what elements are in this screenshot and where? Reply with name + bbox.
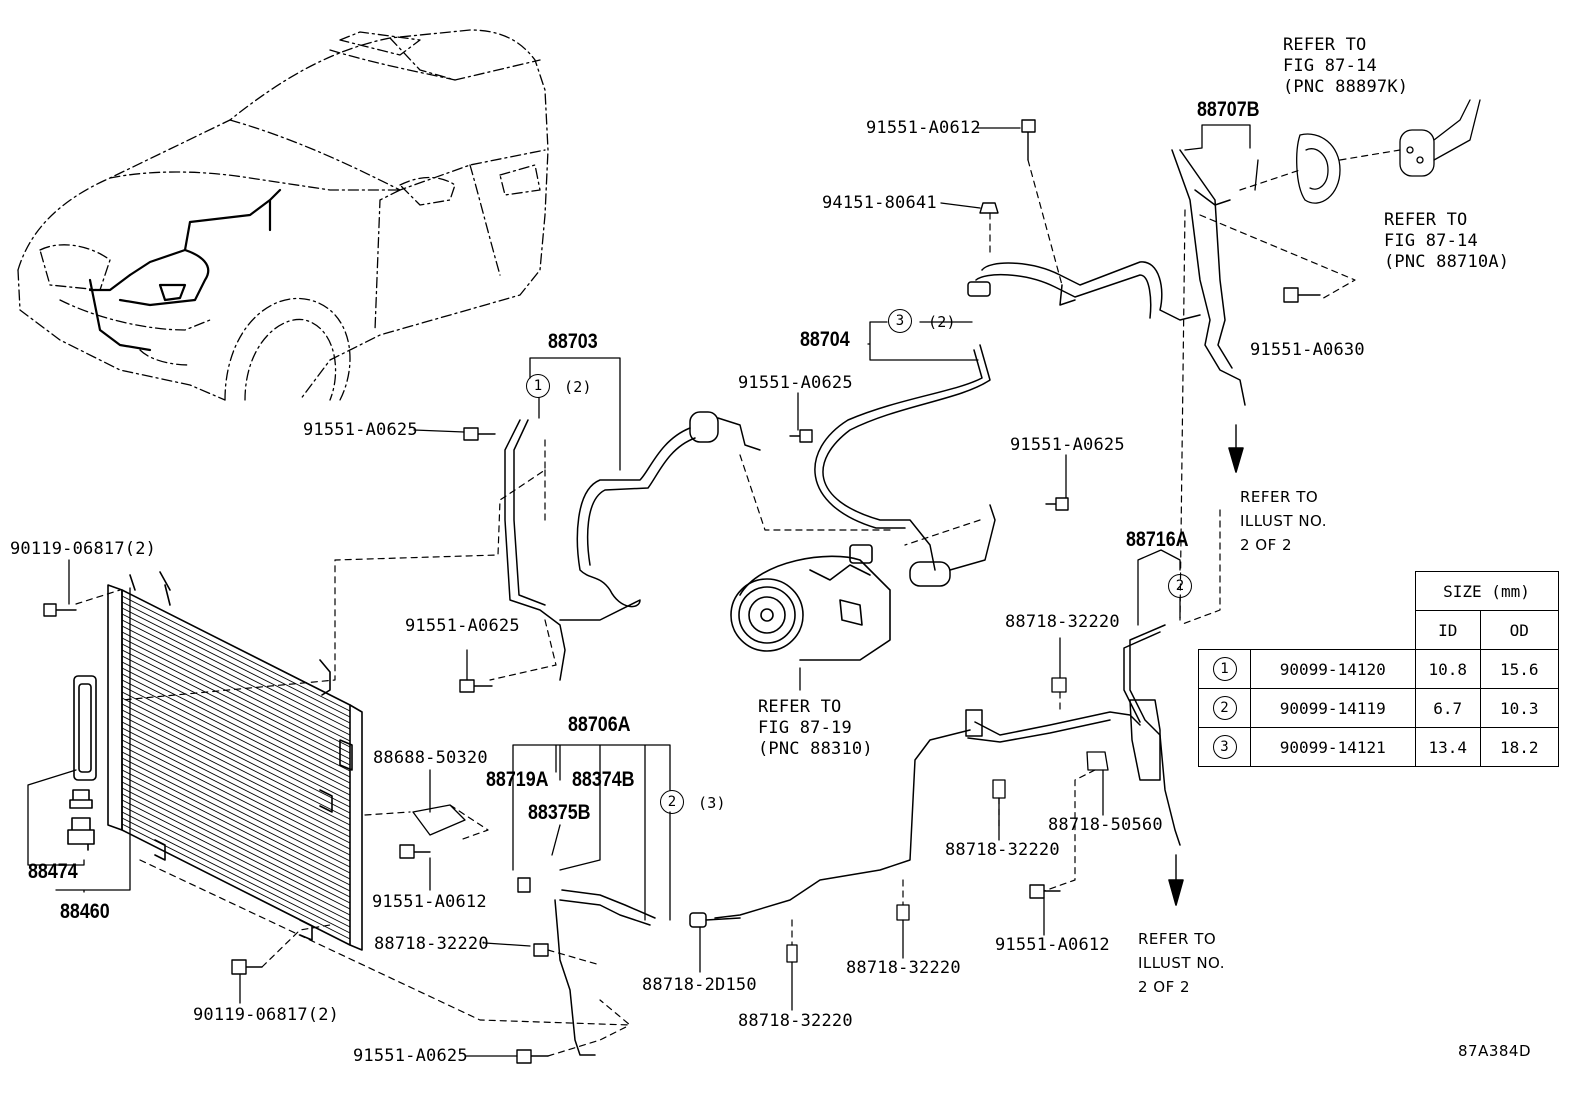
label-88374b: 88374B xyxy=(572,768,635,791)
label-refer-88897k: REFER TO FIG 87-14 (PNC 88897K) xyxy=(1283,35,1409,97)
label-refer-illust-2: REFER TO ILLUST NO. 2 OF 2 xyxy=(1138,930,1226,996)
label-88706a: 88706A xyxy=(568,713,631,736)
label-91551-a0625-a: 91551-A0625 xyxy=(303,420,418,440)
label-91551-a0630: 91551-A0630 xyxy=(1250,340,1365,360)
label-88718-2d150: 88718-2D150 xyxy=(642,975,757,995)
label-88706a-qty: (3) xyxy=(698,794,726,812)
row-key: 1 xyxy=(1212,657,1237,681)
size-table-subheader-row: ID OD xyxy=(1199,610,1559,650)
label-88688-50320: 88688-50320 xyxy=(373,748,488,768)
label-94151-80641: 94151-80641 xyxy=(822,193,937,213)
label-88707b: 88707B xyxy=(1197,98,1260,121)
circled-1-88703: 1 xyxy=(526,374,550,398)
label-91551-a0625-c: 91551-A0625 xyxy=(1010,435,1125,455)
label-91551-a0612-top: 91551-A0612 xyxy=(866,118,981,138)
row-id: 13.4 xyxy=(1414,727,1481,767)
label-88718-32220-a: 88718-32220 xyxy=(1005,612,1120,632)
row-part: 90099-14120 xyxy=(1250,649,1416,689)
label-leaders xyxy=(27,124,1259,1057)
row-id: 6.7 xyxy=(1414,688,1481,728)
table-row: 2 90099-14119 6.7 10.3 xyxy=(1198,688,1559,728)
label-88375b: 88375B xyxy=(528,801,591,824)
clamps xyxy=(412,99,1481,963)
row-part: 90099-14119 xyxy=(1250,688,1416,728)
label-90119-06817-b: 90119-06817(2) xyxy=(193,1005,340,1025)
label-91551-a0625-b: 91551-A0625 xyxy=(738,373,853,393)
row-od: 10.3 xyxy=(1479,688,1559,728)
label-91551-a0625-d: 91551-A0625 xyxy=(405,616,520,636)
table-row: 3 90099-14121 13.4 18.2 xyxy=(1198,727,1559,767)
table-row: 1 90099-14120 10.8 15.6 xyxy=(1198,649,1559,689)
fasteners xyxy=(43,119,1321,1064)
hoses xyxy=(504,149,1246,1056)
label-88474: 88474 xyxy=(28,860,78,883)
label-90119-06817-a: 90119-06817(2) xyxy=(10,539,157,559)
row-od: 15.6 xyxy=(1479,649,1559,689)
label-88718-32220-b: 88718-32220 xyxy=(945,840,1060,860)
condenser xyxy=(107,571,363,951)
label-refer-illust-1: REFER TO ILLUST NO. 2 OF 2 xyxy=(1240,488,1328,554)
label-88703-qty: (2) xyxy=(564,378,592,396)
row-id: 10.8 xyxy=(1414,649,1481,689)
circled-3-88704: 3 xyxy=(888,309,912,333)
vehicle-outline xyxy=(17,29,549,401)
label-91551-a0612-mid: 91551-A0612 xyxy=(372,892,487,912)
row-key: 2 xyxy=(1212,696,1237,720)
label-88704-qty: (2) xyxy=(928,313,956,331)
size-table: SIZE (mm) ID OD 1 90099-14120 10.8 15.6 … xyxy=(1198,571,1559,767)
label-91551-a0612-right: 91551-A0612 xyxy=(995,935,1110,955)
row-od: 18.2 xyxy=(1479,727,1559,767)
circled-2-88706a: 2 xyxy=(660,790,684,814)
label-88718-32220-c: 88718-32220 xyxy=(846,958,961,978)
size-header: SIZE (mm) xyxy=(1414,571,1559,611)
label-88716a: 88716A xyxy=(1126,528,1189,551)
figure-code: 87A384D xyxy=(1458,1042,1532,1060)
label-88719a: 88719A xyxy=(486,768,549,791)
compressor xyxy=(730,544,891,661)
label-88718-50560: 88718-50560 xyxy=(1048,815,1163,835)
label-refer-88310: REFER TO FIG 87-19 (PNC 88310) xyxy=(758,697,873,759)
col-od: OD xyxy=(1479,610,1559,650)
size-table-header-row: SIZE (mm) xyxy=(1199,571,1559,611)
col-id: ID xyxy=(1414,610,1481,650)
row-key: 3 xyxy=(1212,735,1237,759)
label-88703: 88703 xyxy=(548,330,598,353)
row-part: 90099-14121 xyxy=(1250,727,1416,767)
label-91551-a0625-e: 91551-A0625 xyxy=(353,1046,468,1066)
label-refer-88710a: REFER TO FIG 87-14 (PNC 88710A) xyxy=(1384,210,1510,272)
refer-arrows xyxy=(1168,424,1244,906)
circled-2-88716a: 2 xyxy=(1168,574,1192,598)
dashed-reference-lines xyxy=(75,149,1401,1057)
label-88718-32220-e: 88718-32220 xyxy=(374,934,489,954)
label-88704: 88704 xyxy=(800,328,850,351)
label-88460: 88460 xyxy=(60,900,110,923)
dryer-parts xyxy=(67,675,97,851)
label-88718-32220-d: 88718-32220 xyxy=(738,1011,853,1031)
vehicle-ac-lines xyxy=(88,188,282,352)
